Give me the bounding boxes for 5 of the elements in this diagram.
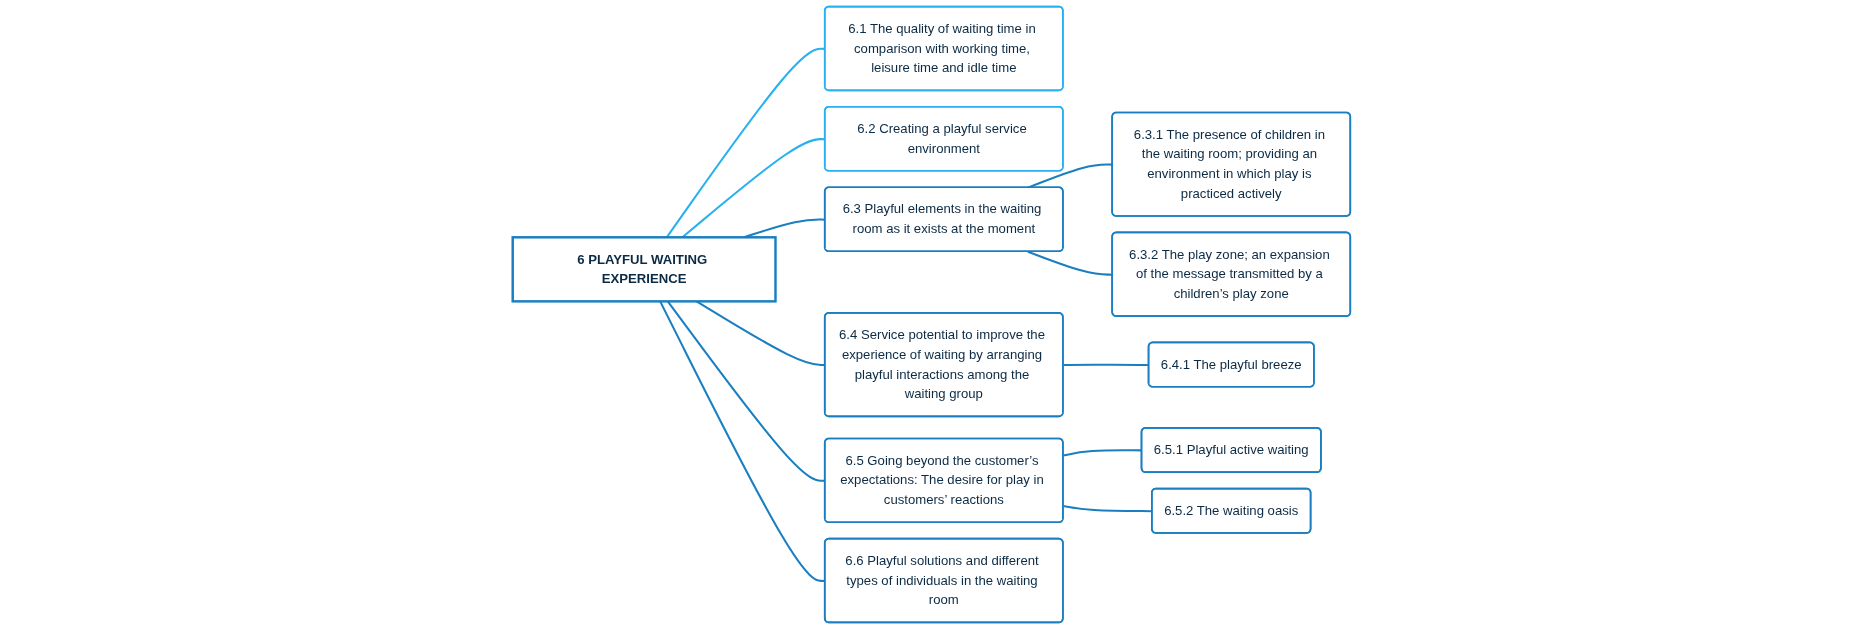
node-box: 6 PLAYFUL WAITING EXPERIENCE: [511, 236, 777, 303]
connector: [1027, 250, 1113, 276]
connector: [1027, 163, 1113, 189]
connector: [1063, 363, 1149, 367]
connector: [1063, 449, 1142, 457]
